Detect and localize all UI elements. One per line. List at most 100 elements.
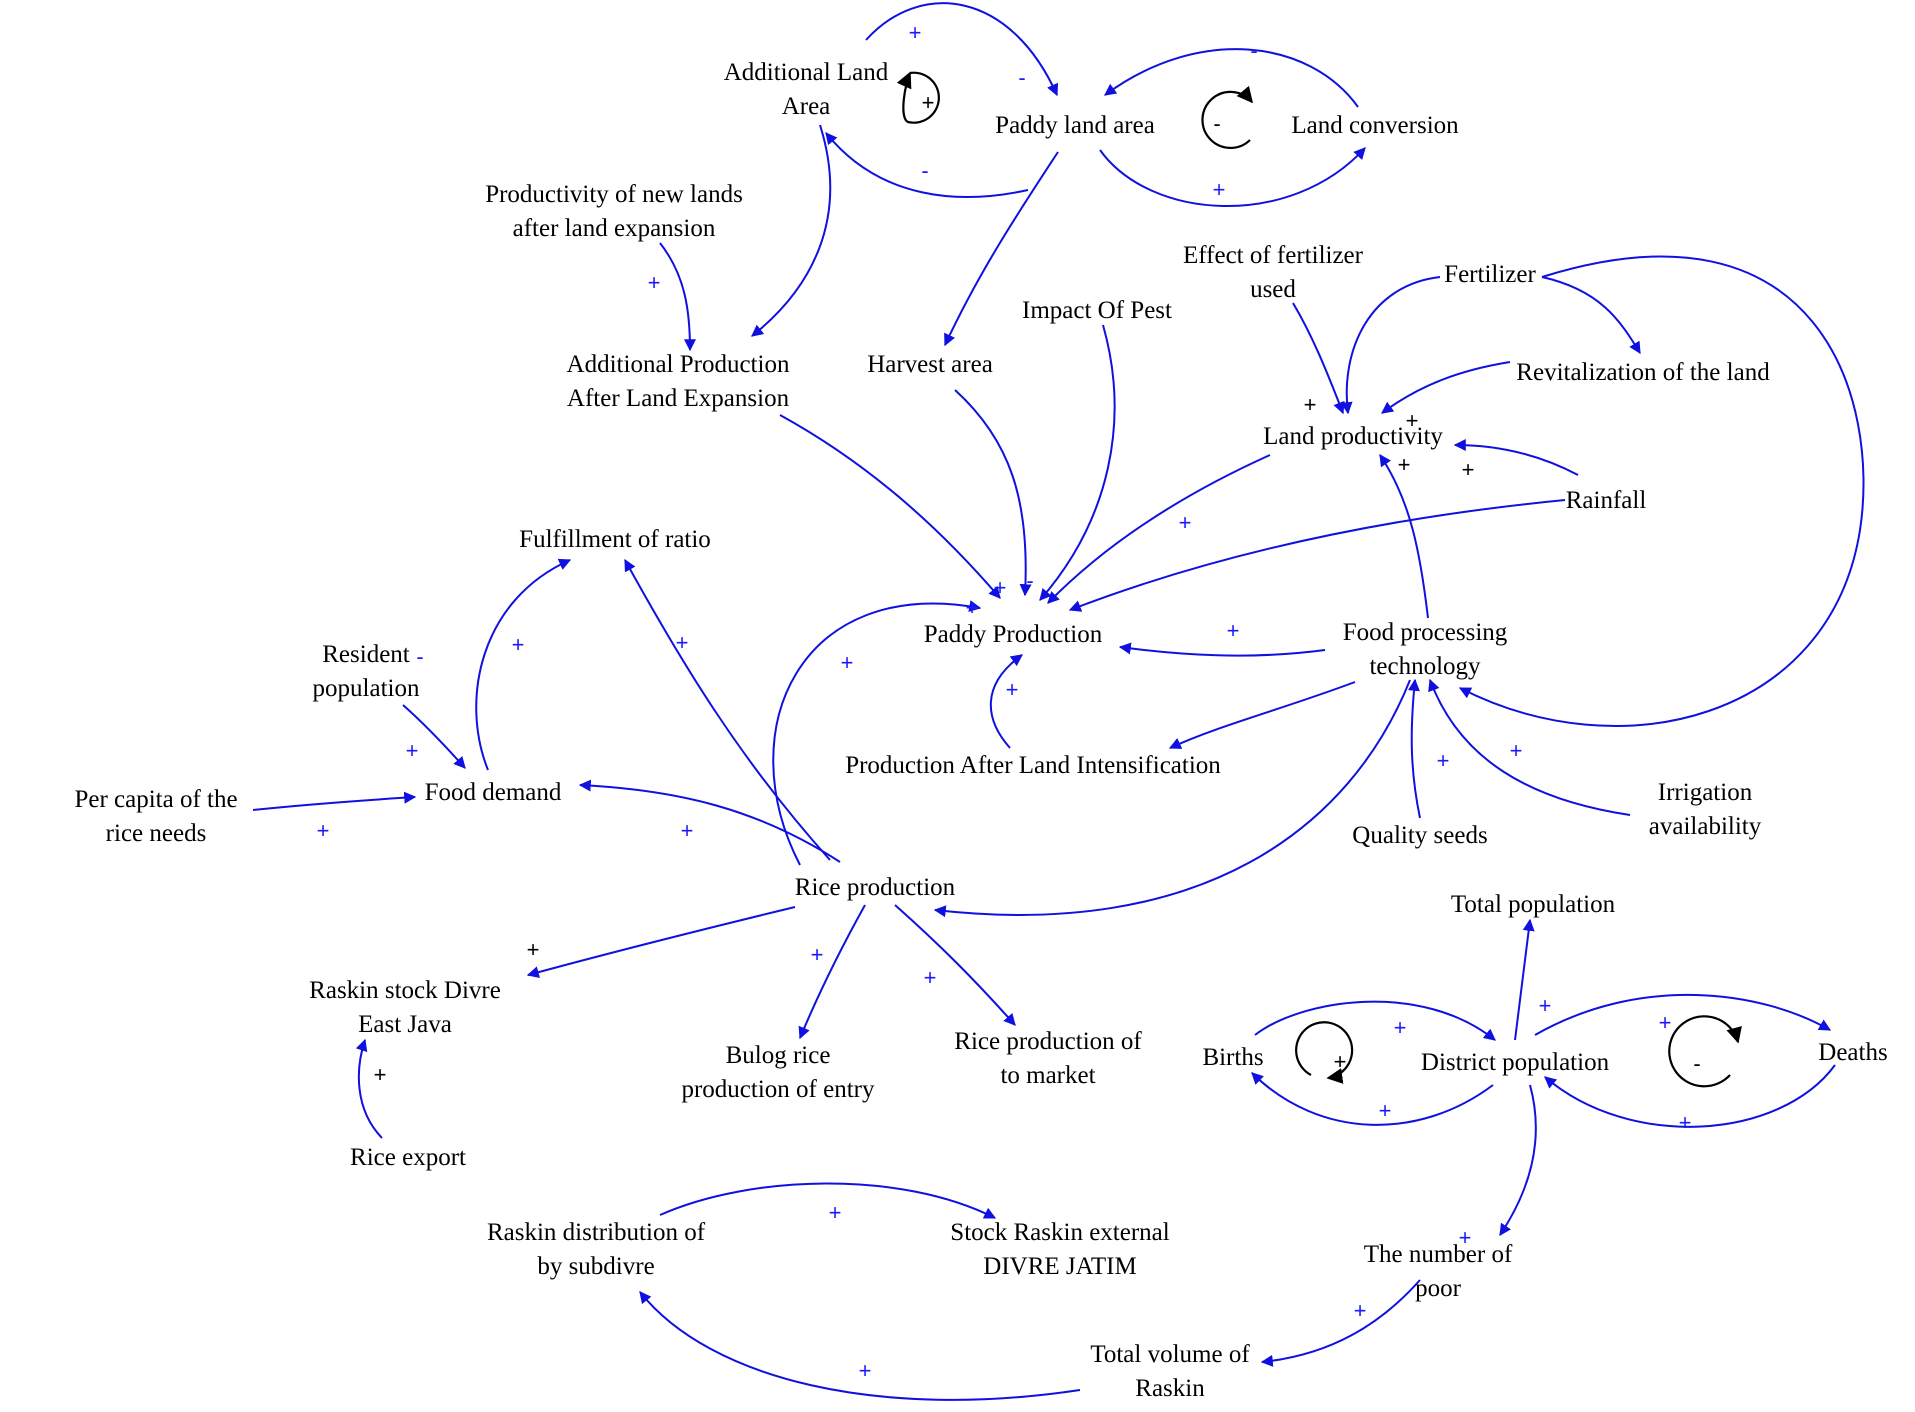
loop-indicator-balancing-land: - (1201, 85, 1254, 150)
link-sign: + (512, 632, 525, 657)
causal-links (252, 2, 1865, 1401)
link-raskin-distribution-to-stock-raskin (659, 1182, 997, 1219)
link-number-of-poor-to-total-volume (1260, 1279, 1421, 1367)
link-sign: + (811, 942, 824, 967)
link-rice-production-to-fulfillment (624, 558, 831, 861)
link-impact-of-pest-to-paddy-production (1039, 324, 1116, 601)
link-sign: + (1659, 1010, 1672, 1035)
link-sign: + (527, 937, 540, 962)
node-rice-export: Rice export (350, 1144, 466, 1171)
link-additional-land-to-additional-production (751, 124, 832, 337)
link-quality-seeds-to-technology (1407, 678, 1421, 819)
link-sign: + (681, 818, 694, 843)
node-rice-production: Rice production (795, 874, 956, 901)
node-deaths: Deaths (1818, 1039, 1887, 1066)
link-sign: + (1679, 1110, 1692, 1135)
link-sign: + (1406, 408, 1419, 433)
link-per-capita-to-food-demand (252, 791, 417, 811)
node-rainfall: Rainfall (1566, 487, 1647, 514)
link-district-population-to-deaths (1534, 994, 1832, 1036)
link-sign: + (1213, 177, 1226, 202)
loop-indicator-reinforcing-land: + (896, 71, 940, 124)
link-irrigation-to-technology (1428, 678, 1631, 816)
link-technology-to-production-intensification (1168, 681, 1356, 749)
link-sign: + (1304, 392, 1317, 417)
link-sign: + (317, 818, 330, 843)
node-impact-of-pest: Impact Of Pest (1022, 297, 1172, 324)
link-sign: + (1006, 677, 1019, 702)
link-revitalization-to-land-productivity (1381, 361, 1511, 414)
link-sign: + (909, 20, 922, 45)
node-revitalization: Revitalization of the land (1516, 359, 1770, 386)
node-fulfillment-of-ratio: Fulfillment of ratio (519, 526, 711, 553)
link-sign: + (841, 650, 854, 675)
link-sign: - (1018, 65, 1025, 90)
loop-indicators: + - + - (896, 71, 1742, 1088)
link-food-demand-to-fulfillment (475, 558, 572, 771)
link-land-productivity-to-paddy-production (1047, 454, 1271, 604)
link-sign: + (1394, 1015, 1407, 1040)
link-district-population-to-births (1251, 1072, 1494, 1126)
link-sign: + (1437, 748, 1450, 773)
link-sign: - (921, 158, 928, 183)
link-sign: - (416, 644, 423, 669)
link-harvest-area-to-paddy-production (954, 389, 1032, 597)
link-rice-production-to-food-demand (578, 779, 841, 863)
link-sign: + (676, 630, 689, 655)
link-resident-population-to-food-demand (402, 704, 466, 769)
link-production-intensification-to-paddy-production (989, 654, 1023, 749)
link-sign: - (1026, 568, 1033, 593)
link-sign: + (1510, 738, 1523, 763)
link-rice-production-to-market (894, 904, 1016, 1026)
link-sign: + (924, 965, 937, 990)
link-sign: + (859, 1358, 872, 1383)
node-quality-seeds: Quality seeds (1352, 822, 1487, 849)
loop-sign: - (1693, 1051, 1700, 1076)
link-rice-production-to-bulog (798, 904, 866, 1040)
link-sign: + (1354, 1298, 1367, 1323)
loop-sign: - (1213, 111, 1220, 136)
loop-indicator-balancing-deaths: - (1668, 1015, 1742, 1088)
node-production-after-intensification: Production After Land Intensification (845, 752, 1221, 779)
link-district-population-to-number-of-poor (1499, 1084, 1537, 1236)
node-district-population: District population (1421, 1049, 1610, 1076)
link-productivity-new-lands-to-additional-production (659, 242, 696, 352)
link-paddy-land-to-additional-land (825, 132, 1029, 198)
link-births-to-district-population (1254, 1000, 1496, 1041)
link-sign: + (994, 575, 1007, 600)
node-paddy-land-area: Paddy land area (995, 112, 1155, 139)
link-rice-production-to-paddy-production (772, 600, 982, 866)
link-rainfall-to-paddy-production (1068, 499, 1566, 612)
link-rainfall-to-land-productivity (1453, 439, 1579, 476)
link-fertilizer-to-technology (1458, 255, 1865, 727)
node-harvest-area: Harvest area (867, 351, 993, 378)
link-effect-of-fertilizer-to-land-productivity (1292, 302, 1345, 415)
link-polarity-signs: + - + + + - + + - + + + + + + + + + + + … (317, 20, 1692, 1383)
link-technology-to-land-productivity (1379, 454, 1429, 619)
link-additional-production-to-paddy-production (779, 414, 1001, 599)
node-births: Births (1202, 1044, 1263, 1071)
link-sign: + (1459, 1225, 1472, 1250)
link-deaths-to-district-population (1544, 1064, 1836, 1128)
node-paddy-production: Paddy Production (924, 621, 1103, 648)
link-sign: + (829, 1200, 842, 1225)
link-sign: + (1462, 457, 1475, 482)
link-sign: + (406, 738, 419, 763)
link-total-volume-to-raskin-distribution (639, 1291, 1081, 1401)
